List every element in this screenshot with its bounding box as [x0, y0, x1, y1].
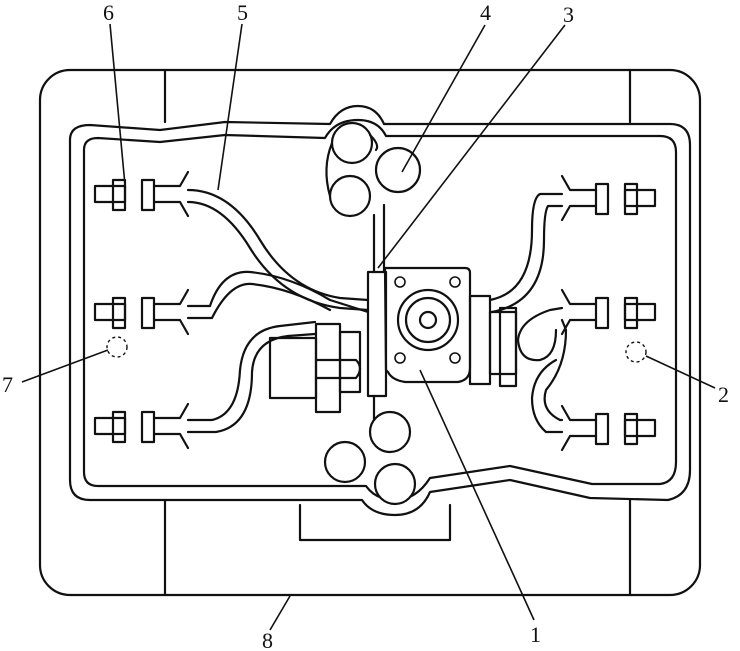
- label-4: 4: [480, 0, 491, 25]
- right-inserts: [560, 174, 657, 452]
- label-6: 6: [103, 0, 114, 25]
- sprue-bar: [366, 203, 388, 422]
- cavity-outline: [68, 104, 692, 517]
- right-slider: [468, 294, 518, 388]
- lower-wells: [323, 410, 417, 506]
- left-slider: [268, 322, 362, 414]
- insert-pin-right-mid: [560, 288, 657, 336]
- leader-lines: [21, 23, 716, 631]
- left-channels: [186, 188, 370, 434]
- left-inserts: [93, 170, 190, 450]
- label-5: 5: [237, 0, 248, 25]
- insert-pin-left-top: [93, 170, 190, 218]
- insert-pin-right-bot: [560, 404, 657, 452]
- label-3: 3: [563, 2, 574, 27]
- label-7: 7: [2, 372, 13, 397]
- central-block: [383, 266, 472, 384]
- upper-wells: [325, 121, 422, 218]
- ejector-hole-left: [106, 336, 128, 358]
- ejector-hole-right: [625, 341, 647, 363]
- right-channels: [488, 192, 568, 434]
- insert-pin-left-mid: [93, 288, 190, 336]
- label-8: 8: [262, 628, 273, 651]
- label-2: 2: [718, 382, 729, 407]
- insert-pin-left-bot: [93, 402, 190, 450]
- mould-frame: [38, 68, 702, 597]
- insert-pin-right-top: [560, 174, 657, 222]
- label-1: 1: [530, 622, 541, 647]
